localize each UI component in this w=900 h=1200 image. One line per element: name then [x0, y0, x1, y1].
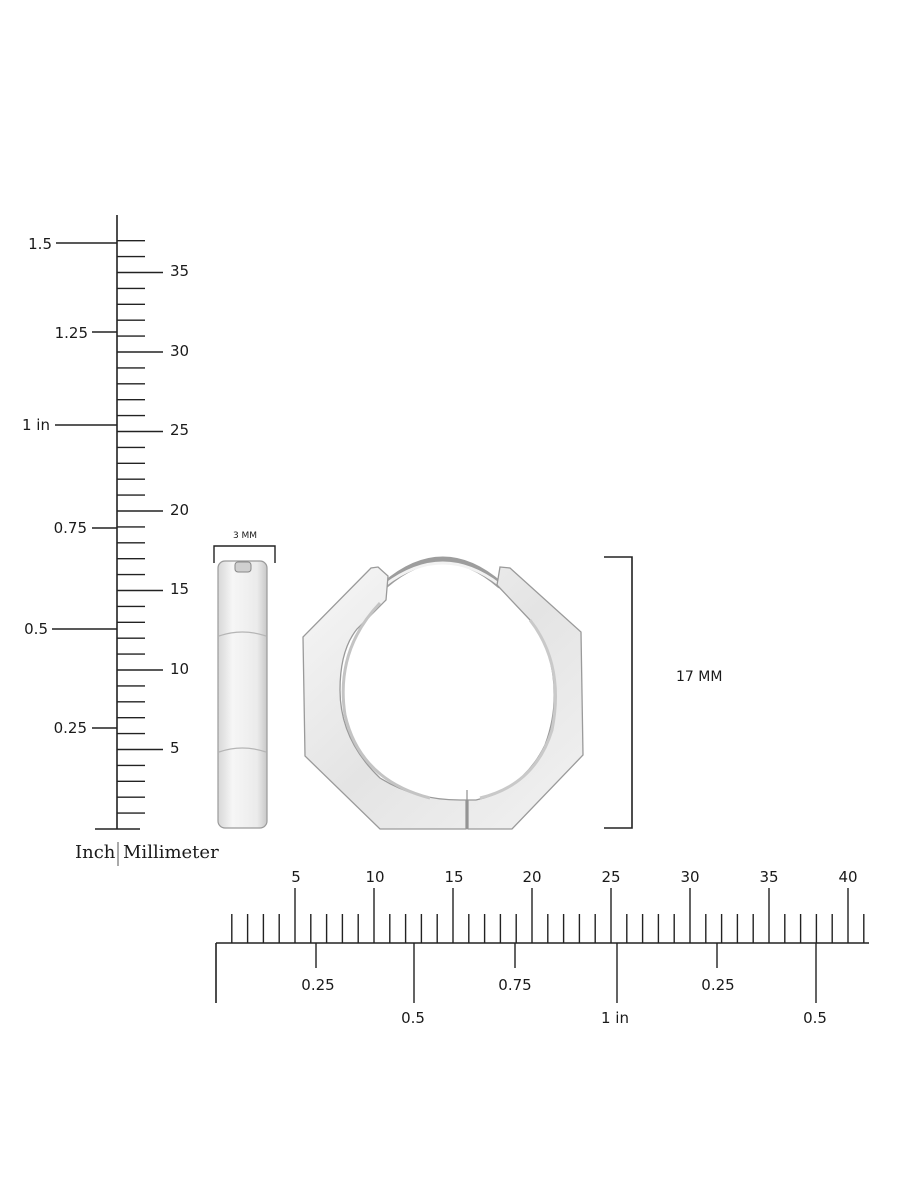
- v-inch-label: 1 in: [22, 416, 50, 434]
- v-inch-label: 0.75: [54, 519, 87, 537]
- h-mm-label: 15: [444, 868, 463, 886]
- v-mm-label: 30: [170, 342, 189, 360]
- horizontal-mm-ticks: [231, 888, 865, 943]
- side-view-body: [217, 560, 268, 829]
- earring-side-view: [217, 560, 268, 829]
- h-mm-label: 5: [291, 868, 301, 886]
- height-dimension: 17 MM: [604, 556, 722, 829]
- v-mm-label: 20: [170, 501, 189, 519]
- side-view-seam: [218, 747, 267, 753]
- vertical-ruler: 0.25 0.5 0.75 1 in 1.25 1.5 5 10 15 20 2…: [22, 215, 219, 866]
- h-inch-label: 1 in: [601, 1009, 629, 1027]
- h-mm-label: 10: [365, 868, 384, 886]
- width-bracket: [213, 545, 276, 563]
- h-inch-label: 0.5: [803, 1009, 827, 1027]
- earring-front-view: [302, 556, 584, 830]
- v-inch-label: 1.5: [28, 235, 52, 253]
- h-mm-label: 25: [601, 868, 620, 886]
- side-view-seam: [218, 631, 267, 637]
- horizontal-ruler: 5 10 15 20 25 30 35 40 0.25 0.5 0.75 1 i…: [215, 868, 869, 1027]
- v-inch-label: 0.5: [24, 620, 48, 638]
- h-mm-label: 40: [838, 868, 857, 886]
- v-mm-label: 10: [170, 660, 189, 678]
- h-inch-label: 0.75: [498, 976, 531, 994]
- v-inch-label: 0.25: [54, 719, 87, 737]
- octagon-hoop-body: [302, 566, 584, 830]
- v-mm-label: 25: [170, 421, 189, 439]
- h-mm-label: 35: [759, 868, 778, 886]
- height-label: 17 MM: [676, 669, 722, 685]
- width-label: 3 MM: [233, 531, 257, 541]
- unit-mm-label: Millimeter: [123, 842, 219, 863]
- v-mm-label: 35: [170, 262, 189, 280]
- v-mm-label: 5: [170, 739, 180, 757]
- h-inch-label: 0.5: [401, 1009, 425, 1027]
- h-inch-label: 0.25: [701, 976, 734, 994]
- unit-inch-label: Inch: [75, 842, 116, 863]
- h-mm-label: 20: [522, 868, 541, 886]
- height-bracket: [604, 556, 633, 829]
- vertical-mm-ticks: [117, 239, 163, 814]
- h-inch-label: 0.25: [301, 976, 334, 994]
- h-mm-label: 30: [680, 868, 699, 886]
- v-mm-label: 15: [170, 580, 189, 598]
- hinge-pin: [234, 561, 252, 573]
- v-inch-label: 1.25: [55, 324, 88, 342]
- width-dimension: 3 MM: [213, 531, 276, 563]
